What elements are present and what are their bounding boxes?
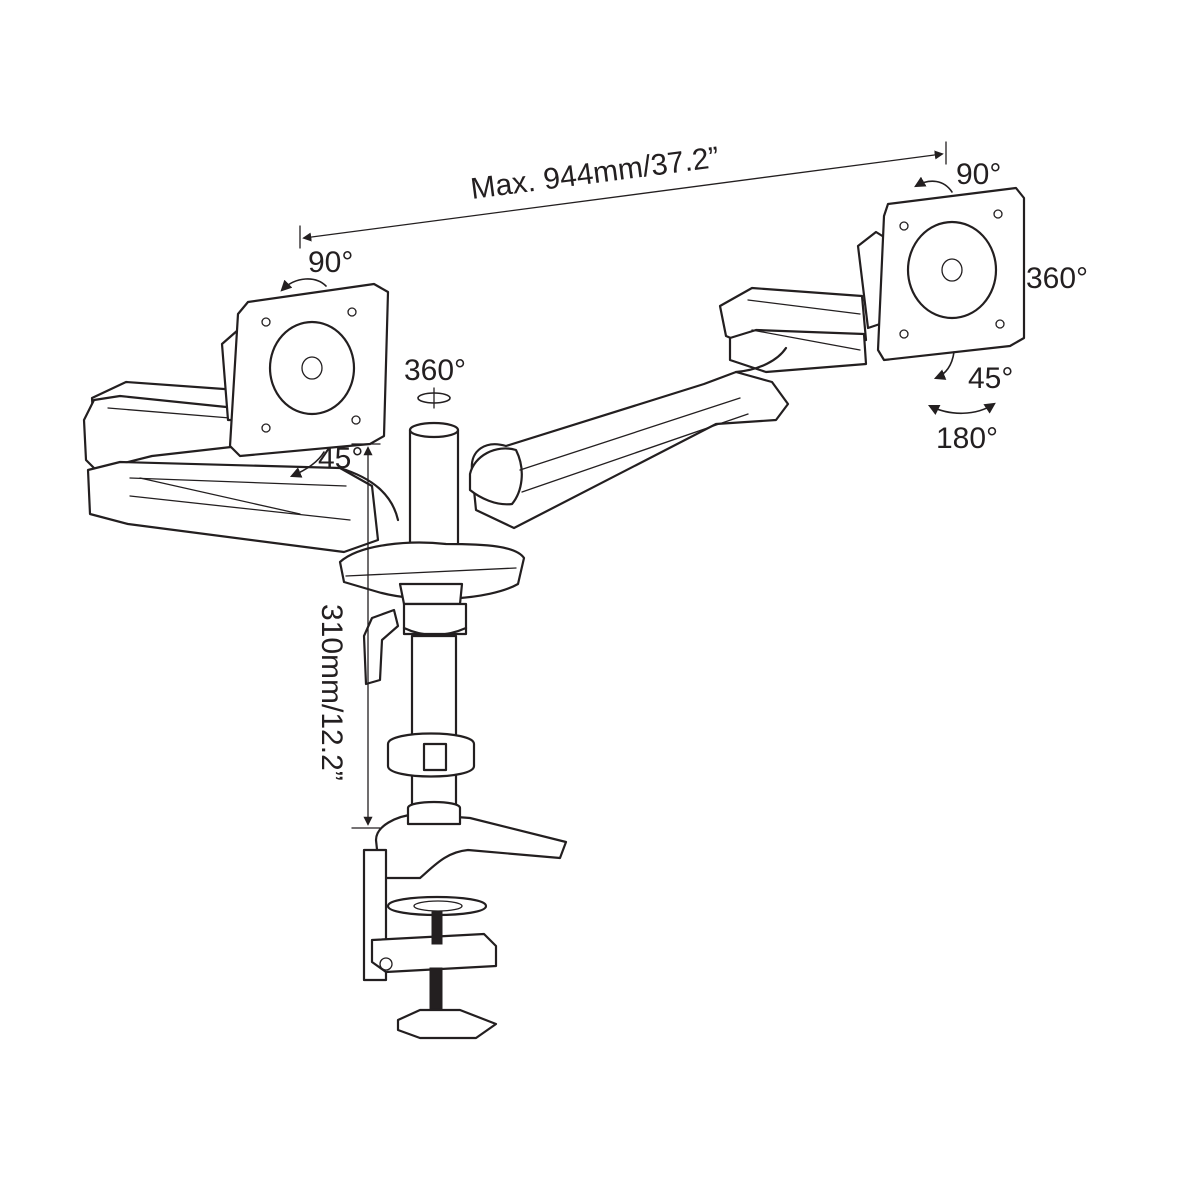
rotation-arrow-icon	[280, 278, 327, 478]
left-tilt-label: 90°	[308, 246, 353, 279]
right-rotation-label: 360°	[1026, 262, 1088, 295]
rotation-arrow-icon	[417, 387, 451, 409]
right-arm	[468, 286, 868, 530]
arm-hub	[338, 541, 526, 606]
right-tilt-label: 90°	[956, 158, 1001, 191]
right-pan-label: 180°	[936, 422, 998, 455]
right-vesa-plate	[856, 186, 1026, 362]
max-span-dimension	[299, 141, 947, 249]
pole-top	[408, 421, 460, 556]
left-swivel-label: 45°	[318, 442, 363, 475]
pole-rotation-label: 360°	[404, 354, 466, 387]
main-pole	[386, 602, 476, 824]
pole-height-dimension	[351, 443, 381, 829]
right-swivel-label: 45°	[968, 362, 1013, 395]
desk-clamp-icon	[362, 800, 568, 1040]
rotation-arrow-icon	[914, 176, 996, 416]
left-vesa-plate	[220, 282, 390, 458]
pole-height-label: 310mm/12.2”	[315, 604, 348, 781]
height-lock-lever	[362, 608, 400, 686]
max-span-label: Max. 944mm/37.2”	[469, 141, 721, 206]
